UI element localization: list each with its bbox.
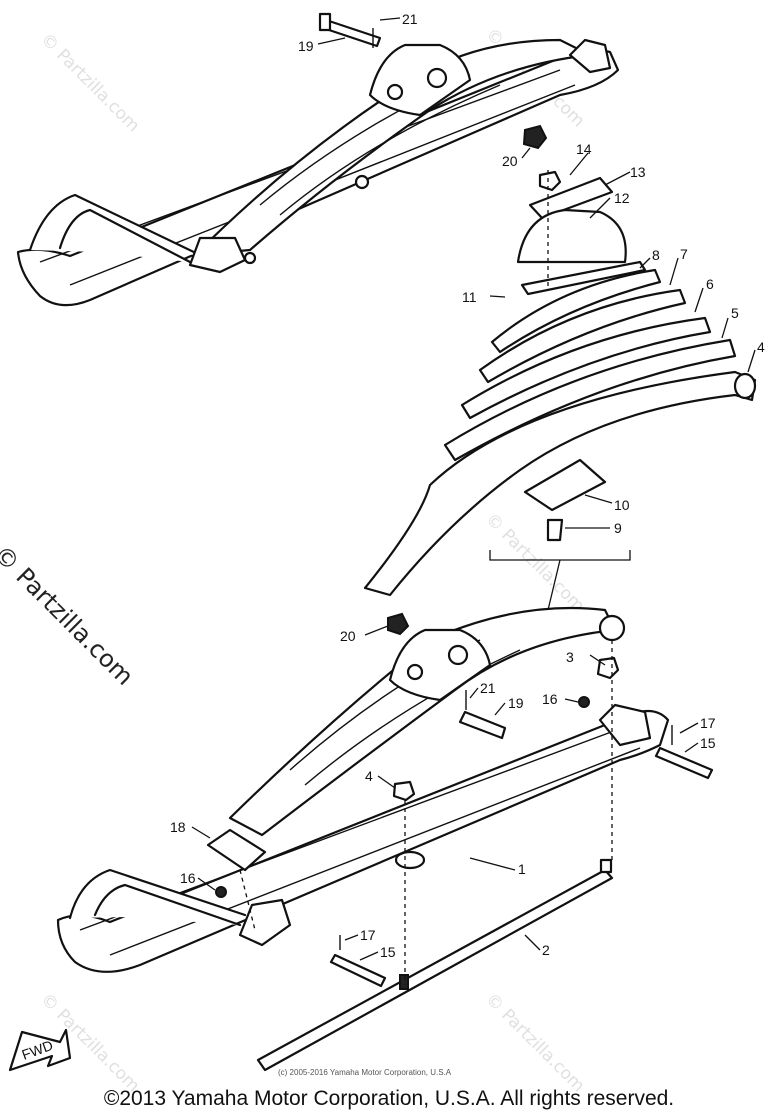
bolt-9 [546, 518, 564, 542]
callout-4-top: 4 [757, 339, 765, 355]
callout-19-bottom: 19 [508, 695, 524, 711]
top-spring-line-2 [279, 84, 501, 216]
top-front-bolt [243, 251, 257, 265]
callout-16-bottom: 16 [180, 870, 196, 886]
callout-11: 11 [462, 289, 477, 305]
bracket-18 [206, 828, 267, 872]
bottom-ski-handle [68, 868, 247, 927]
fwd-arrow-shape [8, 1028, 72, 1072]
fwd-arrow: FWD [8, 1028, 72, 1072]
bottom-saddle-bolt [447, 644, 469, 666]
bottom-center-hole [394, 850, 426, 870]
callout-15-top: 15 [700, 735, 716, 751]
bottom-ski-assembly [56, 606, 670, 973]
rod-2-end [599, 858, 613, 874]
callout-1: 1 [518, 861, 526, 877]
rod-2 [256, 868, 614, 1072]
align-front [239, 869, 256, 931]
nut-14 [538, 170, 562, 192]
leaf-6 [460, 316, 712, 420]
footer-copyright: ©2013 Yamaha Motor Corporation, U.S.A. A… [103, 1087, 675, 1110]
bottom-ski-saddle [388, 628, 492, 702]
saddle-12 [516, 208, 627, 264]
callout-21-bottom: 21 [480, 680, 496, 696]
top-ski-assembly [16, 38, 620, 307]
callout-8: 8 [652, 247, 660, 263]
rod-2-stud [399, 974, 409, 990]
watermark-top-left: © Partzilla.com [36, 29, 143, 136]
callout-6: 6 [706, 276, 714, 292]
callout-12: 12 [614, 190, 630, 206]
top-fasteners [318, 12, 647, 296]
leaf-spring-exploded [363, 268, 757, 611]
callout-17-bottom: 17 [360, 927, 376, 943]
callout-16-top: 16 [542, 691, 558, 707]
bracket-arrow [547, 559, 561, 611]
callout-4-bottom: 4 [365, 768, 373, 784]
leaf-7 [478, 288, 687, 384]
leaf-5 [443, 338, 737, 462]
bolt-19-bottom [458, 710, 507, 740]
top-saddle-nut [386, 83, 404, 101]
callout-7: 7 [680, 246, 688, 262]
callout-15-bottom: 15 [380, 944, 396, 960]
callout-18: 18 [170, 819, 186, 835]
washer-16-bottom [215, 886, 227, 898]
watermark-mid-right: © Partzilla.com [481, 509, 588, 616]
bottom-ski-edge-line-2 [109, 747, 641, 956]
plate-10 [523, 458, 607, 512]
callout-13: 13 [630, 164, 646, 180]
watermark-bottom-right: © Partzilla.com [481, 989, 588, 1096]
leader-lines [191, 17, 756, 961]
callout-3: 3 [566, 649, 574, 665]
leaf-8 [490, 268, 662, 354]
callout-19-top: 19 [298, 38, 314, 54]
top-front-bracket [188, 236, 247, 274]
bolt-19-top-head [318, 12, 332, 32]
washer-16-top [578, 696, 590, 708]
bottom-saddle-nut [406, 663, 424, 681]
top-rear-bracket [568, 38, 612, 74]
callout-5: 5 [731, 305, 739, 321]
pad-11 [520, 260, 647, 296]
callout-numbers: 19 21 20 14 13 12 8 11 7 6 5 4 10 9 20 3… [170, 11, 765, 960]
bolt-15-top [654, 746, 714, 780]
nut-20-bottom [387, 612, 410, 636]
nut-20-top [522, 124, 548, 150]
callout-9: 9 [614, 520, 622, 536]
bolt-19-top [321, 18, 382, 48]
nut-3 [596, 656, 620, 680]
top-ski-leaf-spring [193, 38, 592, 257]
top-saddle-bolt [426, 67, 448, 89]
bottom-fasteners [206, 612, 714, 1072]
top-ski-handle [28, 193, 202, 264]
top-mid-nut [354, 174, 370, 190]
bolt-15-bottom [329, 953, 387, 988]
alignment-lines [239, 170, 613, 985]
callout-21-top: 21 [402, 11, 418, 27]
callout-10: 10 [614, 497, 630, 513]
callout-14: 14 [576, 141, 592, 157]
callout-20-top: 20 [502, 153, 518, 169]
leaf-4-eye [733, 372, 757, 400]
callout-20-bottom: 20 [340, 628, 356, 644]
nut-4 [392, 780, 416, 802]
callout-2: 2 [542, 942, 550, 958]
bottom-spring-eye [598, 614, 626, 642]
plate-13 [528, 176, 614, 220]
callout-17-top: 17 [700, 715, 716, 731]
inner-copyright: (c) 2005-2016 Yamaha Motor Corporation, … [278, 1068, 452, 1077]
